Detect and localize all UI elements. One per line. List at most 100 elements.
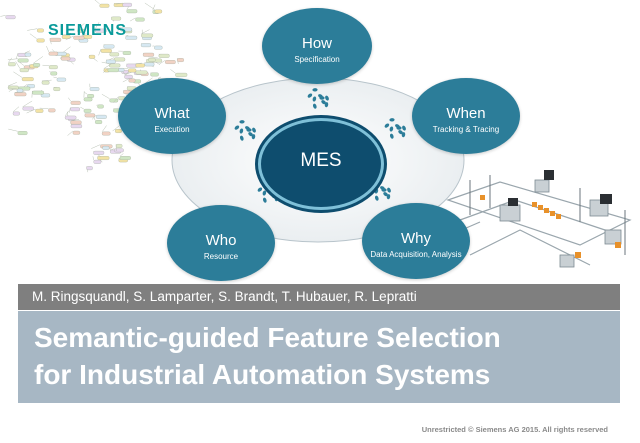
graph-edge — [39, 107, 49, 109]
graph-node — [50, 71, 58, 76]
node-how-subtitle: Specification — [294, 55, 340, 64]
graph-edge — [101, 93, 110, 99]
graph-edge — [60, 56, 62, 60]
graph-node — [86, 166, 93, 171]
graph-edge — [26, 108, 36, 114]
graph-node — [8, 62, 16, 67]
graph-node — [70, 120, 82, 125]
graph-node — [35, 108, 44, 113]
droplet-shape — [257, 187, 263, 192]
graph-node — [77, 28, 85, 33]
graph-edge — [28, 64, 31, 70]
graph-node — [102, 146, 110, 150]
graph-node — [135, 63, 145, 68]
graph-edge — [92, 156, 94, 161]
graph-edge — [53, 76, 57, 79]
graph-edge — [91, 144, 101, 149]
graph-node — [17, 58, 29, 63]
graph-edge — [64, 110, 70, 117]
graph-node — [154, 9, 163, 14]
mes-label: MES — [300, 150, 342, 171]
graph-node — [142, 52, 155, 57]
graph-node — [61, 35, 71, 39]
graph-node — [40, 93, 51, 98]
graph-node — [17, 131, 28, 135]
graph-node — [122, 51, 132, 55]
graph-edge — [22, 100, 33, 108]
node-who-title: Who — [205, 232, 237, 249]
graph-edge — [91, 114, 97, 120]
graph-node — [95, 120, 103, 124]
node-who: Who Resource — [167, 205, 275, 281]
droplet-shape — [312, 88, 318, 92]
graph-node — [175, 72, 188, 77]
graph-node — [19, 68, 29, 73]
slide-title-line-2: for Industrial Automation Systems — [34, 359, 491, 390]
graph-edge — [115, 2, 123, 5]
droplet-shape — [374, 195, 379, 201]
graph-node — [113, 57, 126, 62]
graph-node — [100, 48, 112, 53]
graph-node — [48, 51, 59, 56]
graph-node — [73, 35, 85, 40]
droplet-shape — [262, 197, 267, 203]
graph-node — [37, 28, 44, 33]
graph-node — [128, 78, 136, 83]
graph-node — [111, 16, 122, 21]
graph-edge — [158, 60, 166, 65]
graph-node — [21, 77, 34, 82]
node-what-subtitle: Execution — [154, 125, 190, 134]
graph-node — [12, 111, 20, 116]
graph-node — [124, 74, 133, 79]
graph-edge — [117, 27, 121, 32]
droplet-shape — [389, 126, 394, 132]
graph-node — [33, 63, 41, 67]
graph-edge — [65, 35, 74, 41]
graph-node — [83, 97, 93, 102]
graph-edge — [170, 69, 176, 74]
graph-edge — [7, 58, 18, 61]
title-band: Semantic-guided Feature Selection for In… — [18, 311, 620, 403]
droplet-shape — [386, 194, 391, 200]
graph-edge — [141, 29, 150, 35]
droplet-shape — [239, 135, 244, 141]
droplet-shape — [401, 132, 406, 138]
node-what: What Execution — [118, 78, 226, 154]
slide-title-line-1: Semantic-guided Feature Selection — [34, 322, 501, 353]
droplet-shape — [312, 96, 317, 102]
droplet-shape — [321, 100, 326, 105]
graph-edge — [122, 78, 129, 83]
graph-node — [56, 77, 67, 82]
graph-edge — [8, 87, 17, 90]
node-why-title: Why — [401, 230, 431, 247]
graph-edge — [68, 97, 71, 102]
droplet-shape — [398, 130, 403, 135]
graph-node — [97, 104, 104, 109]
graph-node — [154, 45, 163, 50]
droplet-shape — [389, 118, 395, 122]
node-when-subtitle: Tracking & Tracing — [432, 125, 500, 134]
graph-node — [126, 9, 138, 14]
graph-edge — [61, 32, 71, 36]
graph-edge — [103, 63, 112, 69]
droplet-shape — [234, 125, 240, 130]
graph-node — [128, 68, 137, 73]
graph-node — [177, 58, 184, 62]
graph-node — [165, 60, 176, 64]
graph-edge — [152, 4, 156, 11]
graph-edge — [103, 68, 108, 73]
node-when-title: When — [446, 105, 486, 122]
droplet-shape — [380, 186, 385, 191]
droplet-shape — [312, 103, 317, 109]
graph-node — [88, 54, 96, 59]
graph-edge — [15, 61, 21, 69]
node-why-subtitle: Data Acquisition, Analysis — [370, 250, 462, 259]
graph-edge — [69, 107, 71, 113]
node-when: When Tracking & Tracing — [412, 78, 520, 154]
graph-edge — [8, 82, 17, 87]
graph-edge — [98, 49, 102, 56]
graph-edge — [19, 61, 25, 66]
graph-node — [32, 90, 44, 95]
droplet-shape — [318, 94, 323, 99]
graph-node — [148, 57, 156, 62]
